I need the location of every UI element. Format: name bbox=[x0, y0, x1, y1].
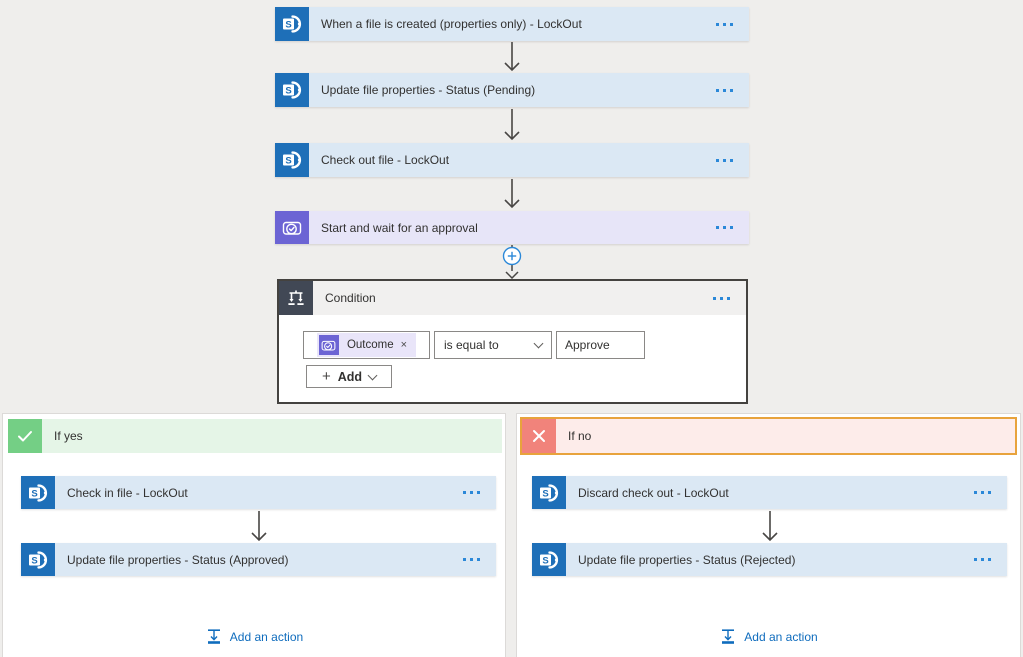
if-no-header[interactable]: If no bbox=[520, 417, 1017, 455]
approvals-icon bbox=[275, 211, 309, 244]
step-card-update-rejected[interactable]: Update file properties - Status (Rejecte… bbox=[532, 543, 1007, 576]
more-options-icon[interactable] bbox=[972, 487, 993, 498]
step-title: When a file is created (properties only)… bbox=[321, 17, 582, 31]
operator-value: is equal to bbox=[444, 338, 499, 352]
sharepoint-icon bbox=[21, 476, 55, 509]
condition-header[interactable]: Condition bbox=[279, 281, 746, 315]
token-label: Outcome bbox=[346, 339, 394, 351]
condition-operand-box[interactable]: Outcome × bbox=[303, 331, 430, 359]
step-title: Update file properties - Status (Rejecte… bbox=[578, 552, 796, 567]
connector-arrow bbox=[251, 511, 267, 542]
condition-title: Condition bbox=[325, 291, 376, 305]
condition-add-button[interactable]: + Add bbox=[306, 365, 392, 388]
add-action-label: Add an action bbox=[229, 630, 304, 644]
more-options-icon[interactable] bbox=[711, 293, 732, 304]
step-card-checkout[interactable]: Check out file - LockOut bbox=[275, 143, 749, 177]
more-options-icon[interactable] bbox=[714, 85, 735, 96]
remove-token-icon[interactable]: × bbox=[400, 339, 408, 351]
if-no-label: If no bbox=[568, 429, 592, 443]
x-icon bbox=[522, 419, 556, 453]
step-title: Update file properties - Status (Pending… bbox=[321, 83, 536, 97]
check-icon bbox=[8, 419, 42, 453]
add-action-label: Add an action bbox=[744, 630, 818, 644]
add-action-icon bbox=[205, 628, 223, 646]
connector-arrow bbox=[504, 179, 520, 209]
sharepoint-icon bbox=[275, 7, 309, 41]
step-title: Check in file - LockOut bbox=[67, 485, 188, 500]
sharepoint-icon bbox=[275, 143, 309, 177]
more-options-icon[interactable] bbox=[972, 554, 993, 565]
if-yes-branch-container bbox=[2, 413, 506, 657]
if-yes-header[interactable]: If yes bbox=[8, 419, 502, 453]
step-title: Discard check out - LockOut bbox=[578, 485, 729, 500]
step-title: Start and wait for an approval bbox=[321, 220, 478, 235]
dynamic-content-token[interactable]: Outcome × bbox=[316, 333, 417, 357]
sharepoint-icon bbox=[532, 543, 566, 576]
step-card-checkin[interactable]: Check in file - LockOut bbox=[21, 476, 496, 509]
connector-arrow bbox=[762, 511, 778, 542]
more-options-icon[interactable] bbox=[714, 155, 735, 166]
if-no-add-action-button[interactable]: Add an action bbox=[516, 628, 1021, 646]
condition-body: Outcome × is equal to + Add bbox=[279, 315, 746, 402]
approvals-icon bbox=[318, 335, 339, 355]
sharepoint-icon bbox=[532, 476, 566, 509]
step-card-update-pending[interactable]: Update file properties - Status (Pending… bbox=[275, 73, 749, 107]
sharepoint-icon bbox=[21, 543, 55, 576]
step-card-approval[interactable]: Start and wait for an approval bbox=[275, 211, 749, 244]
if-yes-add-action-button[interactable]: Add an action bbox=[2, 628, 506, 646]
plus-icon: + bbox=[321, 368, 331, 385]
chevron-down-icon bbox=[533, 338, 544, 349]
more-options-icon[interactable] bbox=[714, 19, 735, 30]
step-card-update-approved[interactable]: Update file properties - Status (Approve… bbox=[21, 543, 496, 576]
step-card-trigger[interactable]: When a file is created (properties only)… bbox=[275, 7, 749, 41]
more-options-icon[interactable] bbox=[461, 487, 482, 498]
condition-card: Condition Outcome × is equal to + Add bbox=[277, 279, 748, 404]
if-yes-label: If yes bbox=[54, 429, 83, 443]
step-card-discard-checkout[interactable]: Discard check out - LockOut bbox=[532, 476, 1007, 509]
step-title: Check out file - LockOut bbox=[321, 153, 450, 167]
more-options-icon[interactable] bbox=[714, 222, 735, 233]
connector-arrow bbox=[504, 42, 520, 72]
condition-icon bbox=[279, 281, 313, 315]
insert-step-plus-connector[interactable] bbox=[499, 245, 525, 279]
sharepoint-icon bbox=[275, 73, 309, 107]
add-button-label: Add bbox=[337, 369, 363, 384]
condition-value-input[interactable] bbox=[556, 331, 645, 359]
connector-arrow bbox=[504, 109, 520, 141]
add-action-icon bbox=[719, 628, 737, 646]
condition-operator-select[interactable]: is equal to bbox=[434, 331, 552, 359]
more-options-icon[interactable] bbox=[461, 554, 482, 565]
step-title: Update file properties - Status (Approve… bbox=[67, 552, 289, 567]
chevron-down-icon bbox=[367, 370, 378, 381]
